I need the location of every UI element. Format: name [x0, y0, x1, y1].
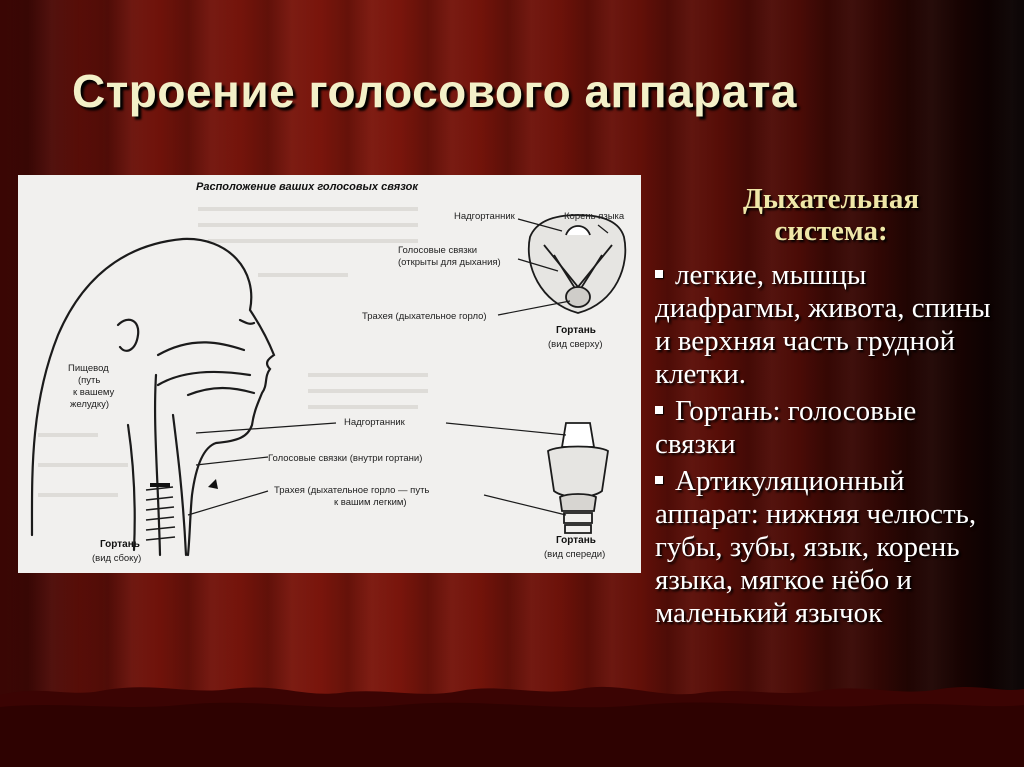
label-larynx-top: Гортань — [556, 325, 596, 336]
label-trachea-bottom: Трахея (дыхательное горло — путь — [274, 485, 429, 496]
respiratory-system-heading: Дыхательная система: — [706, 183, 956, 247]
diagram-heading: Расположение ваших голосовых связок — [196, 181, 419, 193]
label-vocal-cords-open: Голосовые связки — [398, 245, 477, 256]
trachea-rings-side — [145, 486, 176, 541]
background-faint-text — [38, 207, 428, 497]
label-trachea-top: Трахея (дыхательное горло) — [362, 311, 487, 322]
label-tongue-root: Корень языка — [564, 211, 625, 222]
list-item-text: Гортань: голосовые связки — [655, 395, 917, 460]
vocal-cord-marker — [150, 483, 170, 487]
label-larynx-top-view: (вид сверху) — [548, 339, 603, 350]
bullet-icon — [655, 476, 663, 485]
list-item: Гортань: голосовые связки — [655, 395, 995, 461]
label-larynx-side: Гортань — [100, 539, 140, 550]
label-larynx-front-view: (вид спереди) — [544, 549, 605, 560]
label-vocal-cords-open-note: (открыты для дыхания) — [398, 257, 501, 268]
list-item: легкие, мышцы диафрагмы, живота, спины и… — [655, 259, 995, 391]
larynx-front-view-drawing — [547, 422, 609, 534]
list-item-text: Артикуляционный аппарат: нижняя челюсть,… — [655, 465, 977, 629]
curtain-bottom-edge — [0, 686, 1024, 767]
bullet-icon — [655, 270, 663, 279]
label-esophagus-3: к вашему — [73, 387, 115, 398]
arrow-mark — [208, 479, 218, 489]
heading-line-2: система: — [774, 215, 888, 247]
vocal-apparatus-diagram: Расположение ваших голосовых связок — [18, 175, 641, 573]
label-esophagus-2: (путь — [78, 375, 100, 386]
label-esophagus: Пищевод — [68, 363, 109, 374]
bullet-icon — [655, 406, 663, 415]
list-item-text: легкие, мышцы диафрагмы, живота, спины и… — [655, 259, 991, 390]
heading-line-1: Дыхательная — [742, 183, 920, 215]
head-profile-drawing — [30, 237, 276, 557]
label-larynx-side-view: (вид сбоку) — [92, 553, 141, 564]
label-epiglottis-mid: Надгортанник — [344, 417, 406, 428]
larynx-top-view-drawing — [528, 214, 627, 314]
list-item: Артикуляционный аппарат: нижняя челюсть,… — [655, 465, 995, 630]
label-trachea-bottom-2: к вашим легким) — [334, 497, 407, 508]
label-vocal-cords-inside: Голосовые связки (внутри гортани) — [268, 453, 422, 464]
label-larynx-front: Гортань — [556, 535, 596, 546]
leader-lines — [187, 218, 609, 516]
label-esophagus-4: желудку) — [70, 399, 109, 410]
slide-title: Строение голосового аппарата — [72, 65, 797, 117]
label-epiglottis-top: Надгортанник — [454, 211, 516, 222]
components-list: легкие, мышцы диафрагмы, живота, спины и… — [655, 259, 995, 634]
